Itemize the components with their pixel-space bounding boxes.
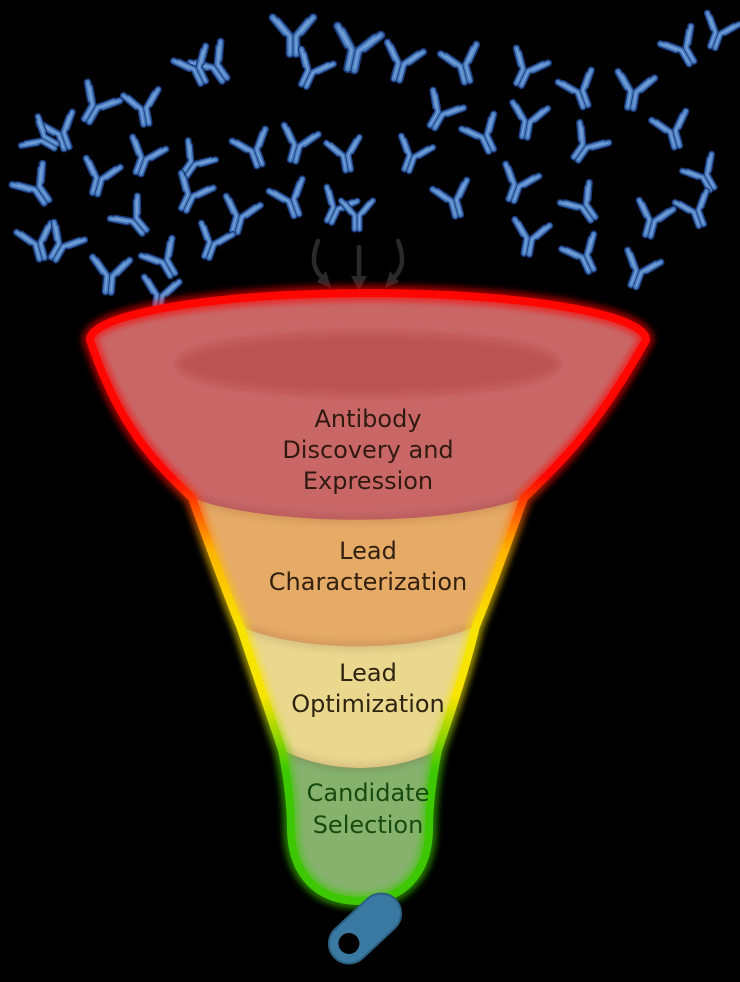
antibody-swarm: [12, 13, 739, 313]
antibody-icon: [141, 238, 187, 283]
antibody-icon: [612, 72, 654, 111]
antibody-icon: [660, 26, 706, 71]
stage-label-line: Lead: [339, 659, 397, 687]
antibody-icon: [273, 18, 313, 54]
stage-label-line: Candidate: [307, 779, 430, 807]
antibody-icon: [562, 123, 609, 169]
stage-label-line: Expression: [303, 467, 433, 495]
antibody-icon: [379, 42, 423, 84]
antibody-icon: [232, 129, 276, 171]
antibody-icon: [417, 90, 463, 135]
stage-label-line: Discovery and: [282, 436, 453, 464]
antibody-icon: [326, 137, 364, 172]
antibody-icon: [71, 82, 120, 129]
inflow-arrow-left-head: [317, 271, 331, 288]
inflow-arrow-right-head: [385, 271, 399, 288]
funnel-mouth-shading: [176, 333, 560, 395]
funnel: [81, 285, 655, 910]
funnel-stage-selection: [282, 750, 438, 901]
antibody-icon: [391, 136, 433, 176]
antibody-icon: [123, 90, 163, 127]
antibody-icon: [462, 114, 507, 158]
inflow-arrow-left: [311, 238, 327, 282]
stage-label-line: Characterization: [269, 568, 467, 596]
antibody-icon: [503, 48, 548, 92]
stage-label-optimization: Lead Optimization: [291, 659, 445, 718]
antibody-icon: [675, 191, 717, 231]
antibody-icon: [122, 137, 166, 179]
stage-label-line: Selection: [313, 811, 424, 839]
antibody-icon: [495, 164, 539, 206]
stage-label-discovery: Antibody Discovery and Expression: [282, 405, 453, 495]
funnel-stage-characterization: [192, 498, 524, 647]
antibody-icon: [168, 173, 213, 217]
stage-label-line: Lead: [339, 537, 397, 565]
antibody-icon: [12, 164, 61, 212]
antibody-icon: [631, 200, 673, 240]
stage-label-line: Optimization: [291, 690, 445, 718]
antibody-icon: [330, 26, 381, 74]
antibody-icon: [110, 196, 157, 243]
antibody-icon: [218, 196, 260, 236]
antibody-icon: [90, 257, 130, 293]
funnel-stage-optimization: [240, 626, 476, 768]
antibody-icon: [191, 223, 233, 263]
antibody-icon: [509, 220, 549, 257]
antibody-icon: [171, 141, 216, 185]
antibody-icon: [441, 44, 485, 86]
inflow-arrow-right: [389, 238, 405, 282]
antibody-icon: [558, 70, 602, 112]
stage-boundary-shadows: [191, 495, 525, 771]
antibody-icon: [617, 250, 661, 292]
antibody-icon: [560, 183, 607, 229]
inflow-arrow-middle-head: [351, 276, 367, 291]
antibody-icon: [562, 234, 607, 278]
antibody-icon: [507, 103, 547, 140]
antibody-icon: [78, 158, 120, 198]
funnel-outline: [86, 289, 650, 905]
stage-label-selection: Candidate Selection: [307, 779, 430, 839]
funnel-inflow-arrows: [311, 238, 405, 291]
stage-label-characterization: Lead Characterization: [269, 537, 467, 596]
antibody-icon: [276, 125, 318, 165]
drug-capsule-icon: [327, 892, 403, 965]
antibody-icon: [697, 13, 739, 53]
stage-label-line: Antibody: [314, 405, 421, 433]
antibody-icon: [433, 180, 475, 220]
antibody-icon: [269, 179, 313, 221]
capsule-ring-hole: [338, 933, 360, 955]
antibody-icon: [652, 111, 694, 151]
